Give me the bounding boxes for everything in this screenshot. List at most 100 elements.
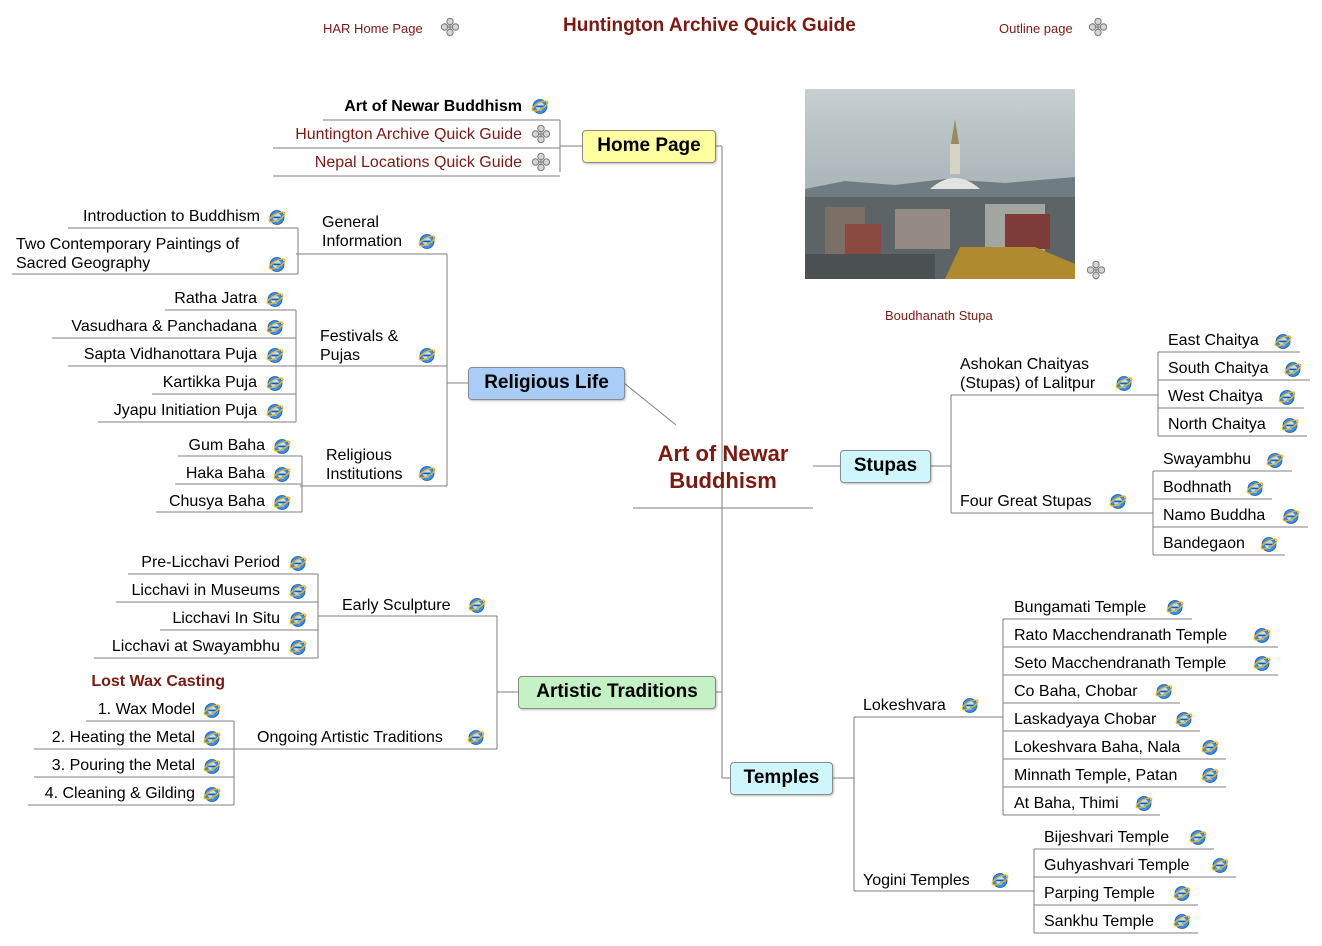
item-bandegaon[interactable]: Bandegaon — [1163, 535, 1245, 553]
item-licchavi-at-swayambhu[interactable]: Licchavi at Swayambhu — [112, 638, 280, 656]
item-bungamati-temple[interactable]: Bungamati Temple — [1014, 599, 1146, 617]
browser-link-icon[interactable] — [268, 208, 286, 226]
item-swayambhu[interactable]: Swayambhu — [1163, 451, 1251, 469]
browser-link-icon[interactable] — [266, 290, 284, 308]
browser-link-icon[interactable] — [289, 638, 307, 656]
browser-link-icon[interactable] — [273, 437, 291, 455]
ongoing-artistic-traditions-label[interactable]: Ongoing Artistic Traditions — [257, 729, 443, 747]
temples-node[interactable]: Temples — [730, 762, 833, 795]
item-parping-temple[interactable]: Parping Temple — [1044, 885, 1155, 903]
browser-link-icon[interactable] — [203, 785, 221, 803]
browser-link-icon[interactable] — [1155, 682, 1173, 700]
browser-link-icon[interactable] — [468, 596, 486, 614]
item-haka-baha[interactable]: Haka Baha — [186, 465, 265, 483]
item-seto-macchendranath-temple[interactable]: Seto Macchendranath Temple — [1014, 655, 1226, 673]
browser-link-icon[interactable] — [1282, 507, 1300, 525]
item-rato-macchendranath-temple[interactable]: Rato Macchendranath Temple — [1014, 627, 1227, 645]
har-home-link[interactable]: HAR Home Page — [323, 21, 423, 36]
item-two-contemporary-paintings-line2[interactable]: Sacred Geography — [16, 255, 150, 273]
item-east-chaitya[interactable]: East Chaitya — [1168, 332, 1259, 350]
item-pre-licchavi-period[interactable]: Pre-Licchavi Period — [141, 554, 280, 572]
item-guhyashvari-temple[interactable]: Guhyashvari Temple — [1044, 857, 1190, 875]
item-namo-buddha[interactable]: Namo Buddha — [1163, 507, 1265, 525]
browser-link-icon[interactable] — [1253, 626, 1271, 644]
item-lokeshvara-baha-nala[interactable]: Lokeshvara Baha, Nala — [1014, 739, 1180, 757]
item-bodhnath[interactable]: Bodhnath — [1163, 479, 1232, 497]
item-wax-model[interactable]: 1. Wax Model — [98, 701, 195, 719]
browser-link-icon[interactable] — [203, 757, 221, 775]
item-jyapu-initiation-puja[interactable]: Jyapu Initiation Puja — [114, 402, 257, 420]
yogini-temples-label[interactable]: Yogini Temples — [863, 872, 970, 890]
browser-link-icon[interactable] — [418, 232, 436, 250]
item-sapta-vidhanottara-puja[interactable]: Sapta Vidhanottara Puja — [84, 346, 257, 364]
browser-link-icon[interactable] — [1115, 374, 1133, 392]
item-two-contemporary-paintings-line1[interactable]: Two Contemporary Paintings of — [16, 236, 239, 254]
browser-link-icon[interactable] — [467, 728, 485, 746]
item-chusya-baha[interactable]: Chusya Baha — [169, 493, 265, 511]
map-link-icon[interactable] — [1088, 17, 1108, 37]
artistic-traditions-node[interactable]: Artistic Traditions — [518, 676, 716, 709]
browser-link-icon[interactable] — [289, 582, 307, 600]
map-link-icon[interactable] — [440, 17, 460, 37]
home-link-nepal-locations-quick-guide[interactable]: Nepal Locations Quick Guide — [315, 154, 522, 172]
item-vasudhara-panchadana[interactable]: Vasudhara & Panchadana — [71, 318, 257, 336]
browser-link-icon[interactable] — [268, 255, 286, 273]
browser-link-icon[interactable] — [1278, 388, 1296, 406]
browser-link-icon[interactable] — [1211, 856, 1229, 874]
early-sculpture-label[interactable]: Early Sculpture — [342, 597, 451, 615]
browser-link-icon[interactable] — [273, 465, 291, 483]
central-topic[interactable]: Art of Newar Buddhism — [632, 440, 814, 494]
item-west-chaitya[interactable]: West Chaitya — [1168, 388, 1263, 406]
item-kartikka-puja[interactable]: Kartikka Puja — [163, 374, 257, 392]
browser-link-icon[interactable] — [289, 554, 307, 572]
outline-page-link[interactable]: Outline page — [999, 21, 1073, 36]
browser-link-icon[interactable] — [418, 346, 436, 364]
item-cleaning-gilding[interactable]: 4. Cleaning & Gilding — [45, 785, 195, 803]
religious-life-node[interactable]: Religious Life — [468, 367, 625, 400]
item-bijeshvari-temple[interactable]: Bijeshvari Temple — [1044, 829, 1169, 847]
general-information-label[interactable]: General Information — [322, 213, 402, 251]
browser-link-icon[interactable] — [1135, 794, 1153, 812]
browser-link-icon[interactable] — [961, 696, 979, 714]
browser-link-icon[interactable] — [531, 97, 549, 115]
lokeshvara-label[interactable]: Lokeshvara — [863, 697, 946, 715]
browser-link-icon[interactable] — [1189, 828, 1207, 846]
boudhanath-stupa-photo[interactable] — [805, 89, 1075, 279]
item-gum-baha[interactable]: Gum Baha — [189, 437, 265, 455]
browser-link-icon[interactable] — [289, 610, 307, 628]
browser-link-icon[interactable] — [1284, 360, 1302, 378]
ashokan-chaityas-label[interactable]: Ashokan Chaityas (Stupas) of Lalitpur — [960, 355, 1095, 393]
browser-link-icon[interactable] — [266, 402, 284, 420]
home-link-art-of-newar-buddhism[interactable]: Art of Newar Buddhism — [344, 98, 522, 116]
item-licchavi-in-situ[interactable]: Licchavi In Situ — [172, 610, 280, 628]
home-link-huntington-archive-quick-guide[interactable]: Huntington Archive Quick Guide — [295, 126, 522, 144]
browser-link-icon[interactable] — [273, 493, 291, 511]
home-page-node[interactable]: Home Page — [582, 130, 716, 163]
item-minnath-temple-patan[interactable]: Minnath Temple, Patan — [1014, 767, 1177, 785]
browser-link-icon[interactable] — [1274, 332, 1292, 350]
browser-link-icon[interactable] — [203, 701, 221, 719]
browser-link-icon[interactable] — [1260, 535, 1278, 553]
browser-link-icon[interactable] — [1266, 451, 1284, 469]
item-sankhu-temple[interactable]: Sankhu Temple — [1044, 913, 1154, 931]
item-heating-the-metal[interactable]: 2. Heating the Metal — [52, 729, 195, 747]
stupas-node[interactable]: Stupas — [840, 450, 931, 483]
browser-link-icon[interactable] — [1175, 710, 1193, 728]
festivals-pujas-label[interactable]: Festivals & Pujas — [320, 327, 398, 365]
item-introduction-to-buddhism[interactable]: Introduction to Buddhism — [83, 208, 260, 226]
browser-link-icon[interactable] — [1201, 738, 1219, 756]
browser-link-icon[interactable] — [266, 318, 284, 336]
browser-link-icon[interactable] — [1201, 766, 1219, 784]
browser-link-icon[interactable] — [991, 871, 1009, 889]
browser-link-icon[interactable] — [1281, 416, 1299, 434]
browser-link-icon[interactable] — [1246, 479, 1264, 497]
item-pouring-the-metal[interactable]: 3. Pouring the Metal — [52, 757, 195, 775]
browser-link-icon[interactable] — [1166, 598, 1184, 616]
item-south-chaitya[interactable]: South Chaitya — [1168, 360, 1269, 378]
item-licchavi-in-museums[interactable]: Licchavi in Museums — [132, 582, 281, 600]
religious-institutions-label[interactable]: Religious Institutions — [326, 446, 402, 484]
item-north-chaitya[interactable]: North Chaitya — [1168, 416, 1266, 434]
item-at-baha-thimi[interactable]: At Baha, Thimi — [1014, 795, 1119, 813]
browser-link-icon[interactable] — [1173, 884, 1191, 902]
item-laskadyaya-chobar[interactable]: Laskadyaya Chobar — [1014, 711, 1156, 729]
